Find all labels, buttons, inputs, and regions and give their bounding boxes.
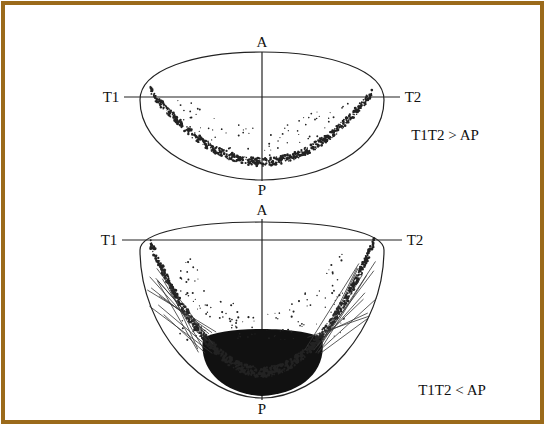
axis-label: T2: [405, 90, 422, 105]
fan-stroke: [305, 263, 359, 350]
axis-label: P: [258, 183, 266, 198]
fan-stroke: [157, 268, 213, 343]
t1t2-axis: [124, 96, 400, 97]
axis-label: A: [257, 35, 268, 50]
fan-stroke: [156, 278, 206, 335]
fan-stroke: [307, 316, 369, 337]
axis-label: T1: [103, 90, 120, 105]
axis-label: P: [258, 402, 266, 417]
dense-fill: [202, 329, 322, 396]
fan-stroke: [149, 306, 212, 353]
fan-stroke: [318, 275, 367, 353]
outlines: [122, 52, 402, 400]
ratio-note: T1T2 < AP: [418, 383, 486, 398]
axis-label: T1: [101, 233, 118, 248]
fan-stroke: [159, 296, 212, 333]
fan-stroke: [164, 315, 206, 354]
fan-stroke: [316, 293, 365, 348]
fan-stroke: [151, 288, 209, 334]
fan-stroke: [320, 268, 358, 347]
scatter-marks: [147, 86, 376, 378]
axis-label: T2: [407, 233, 424, 248]
t1t2-axis: [122, 239, 402, 240]
fan-stroke: [316, 261, 376, 353]
fan-stroke: [162, 279, 203, 348]
scatter-dots: [149, 86, 375, 378]
ratio-note: T1T2 > AP: [411, 128, 479, 143]
axis-label: A: [257, 203, 268, 218]
ap-axis: [261, 52, 262, 181]
